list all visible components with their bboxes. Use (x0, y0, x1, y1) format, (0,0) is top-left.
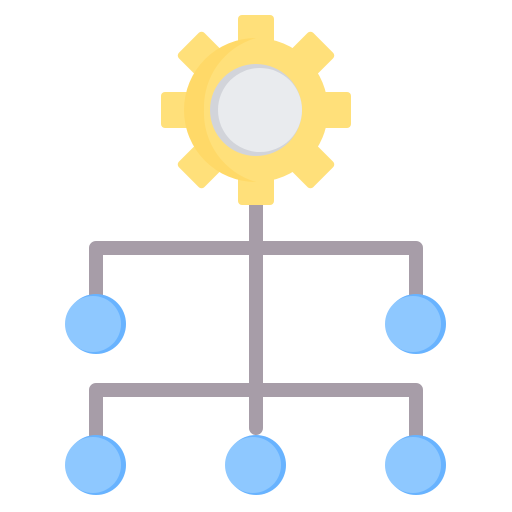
gear-icon (161, 15, 351, 205)
node-lower-right (385, 435, 446, 495)
upper-branch-line (89, 241, 423, 307)
lower-branch-line (89, 383, 423, 443)
node-upper-right (385, 294, 446, 354)
node-lower-left (65, 435, 126, 495)
node-lower-center (225, 435, 286, 495)
connector-lines (89, 183, 423, 443)
node-upper-left (65, 294, 126, 354)
